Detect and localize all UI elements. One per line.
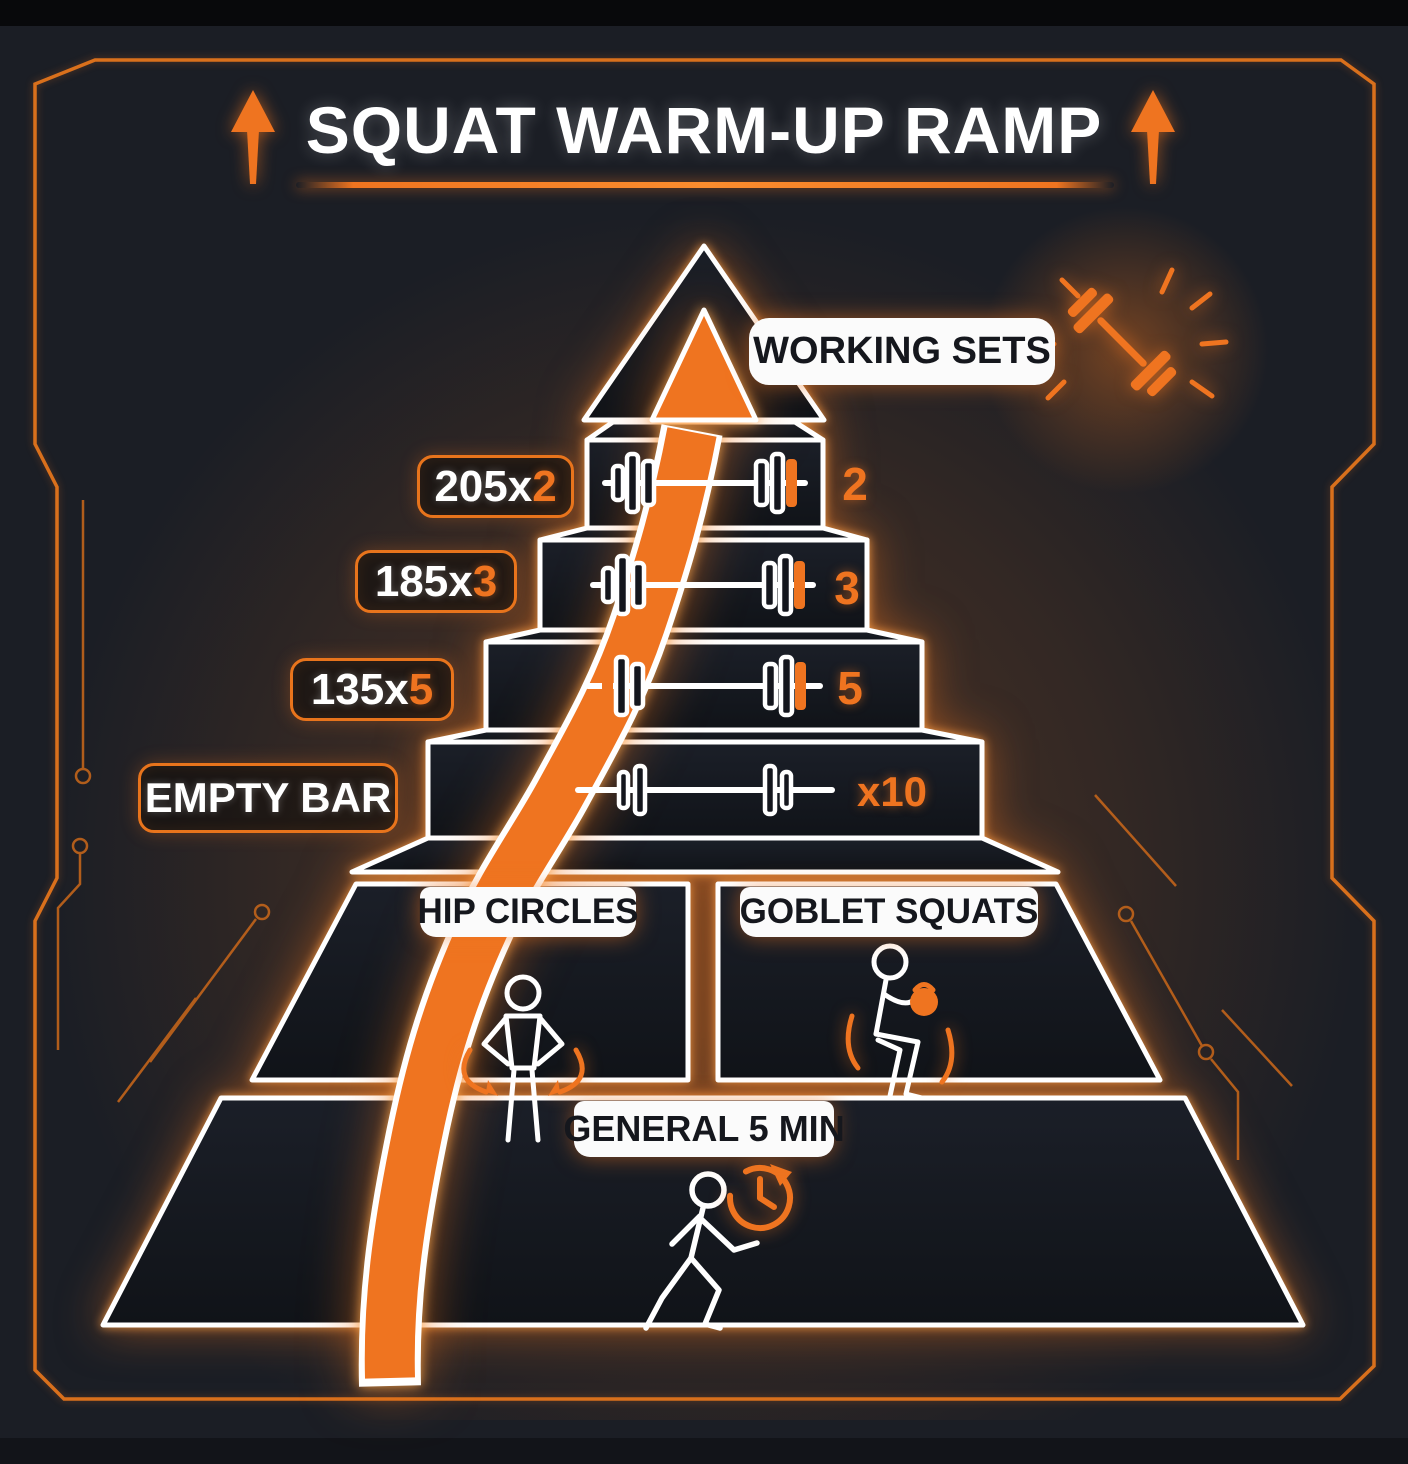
- goblet-squat-icon: [871, 943, 925, 1101]
- barbell-icons: [575, 451, 835, 817]
- weight-value: 185x: [374, 556, 473, 606]
- base-lid: [349, 835, 1061, 875]
- goblet-motion-arcs: [845, 1013, 955, 1085]
- circuit-traces: [56, 500, 1293, 1160]
- hip-circles-label: HIP CIRCLES: [417, 887, 639, 937]
- set-count-tier4: x10: [856, 768, 928, 815]
- set-count-tier1: 2: [842, 458, 868, 510]
- bottom-letterbox-band: [0, 1438, 1408, 1464]
- title-underline: [296, 182, 1114, 188]
- ramp-arrow: [358, 307, 759, 1387]
- page-title: SQUAT WARM-UP RAMP: [305, 93, 1103, 167]
- walking-icon: [643, 1171, 760, 1331]
- goblet-kettlebell: [910, 982, 938, 1016]
- timer-icon: [727, 1164, 793, 1231]
- goblet-squats-label: GOBLET SQUATS: [740, 887, 1038, 937]
- hud-frame: [33, 58, 1376, 1401]
- top-letterbox-band: [0, 0, 1408, 26]
- weight-value: 205x: [434, 461, 533, 511]
- hip-circles-icon: [481, 974, 565, 1143]
- working-sets-label: WORKING SETS: [749, 318, 1055, 385]
- barbell-135-icon: [585, 654, 823, 718]
- rep-value: 2: [532, 461, 557, 511]
- mobility-icons: [461, 943, 955, 1331]
- weight-pill-empty-bar: EMPTY BAR: [138, 763, 398, 833]
- weight-value: EMPTY BAR: [144, 774, 392, 821]
- dumbbell-sparkle-icon: [1029, 267, 1229, 401]
- set-count-tier3: 5: [837, 662, 863, 714]
- rep-value: 5: [408, 664, 434, 714]
- general-warmup-label: GENERAL 5 MIN: [563, 1101, 845, 1157]
- rep-value: 3: [472, 556, 498, 606]
- barbell-empty-icon: [575, 763, 835, 817]
- set-count-tier2: 3: [834, 562, 860, 614]
- ramp-arrowhead: [649, 307, 759, 423]
- title-up-arrow-right: [1131, 90, 1175, 184]
- barbell-205-icon: [602, 451, 808, 515]
- barbell-185-icon: [590, 553, 816, 617]
- hip-circles-arrows: [461, 1047, 585, 1096]
- title-up-arrow-left: [231, 90, 275, 184]
- weight-value: 135x: [310, 664, 409, 714]
